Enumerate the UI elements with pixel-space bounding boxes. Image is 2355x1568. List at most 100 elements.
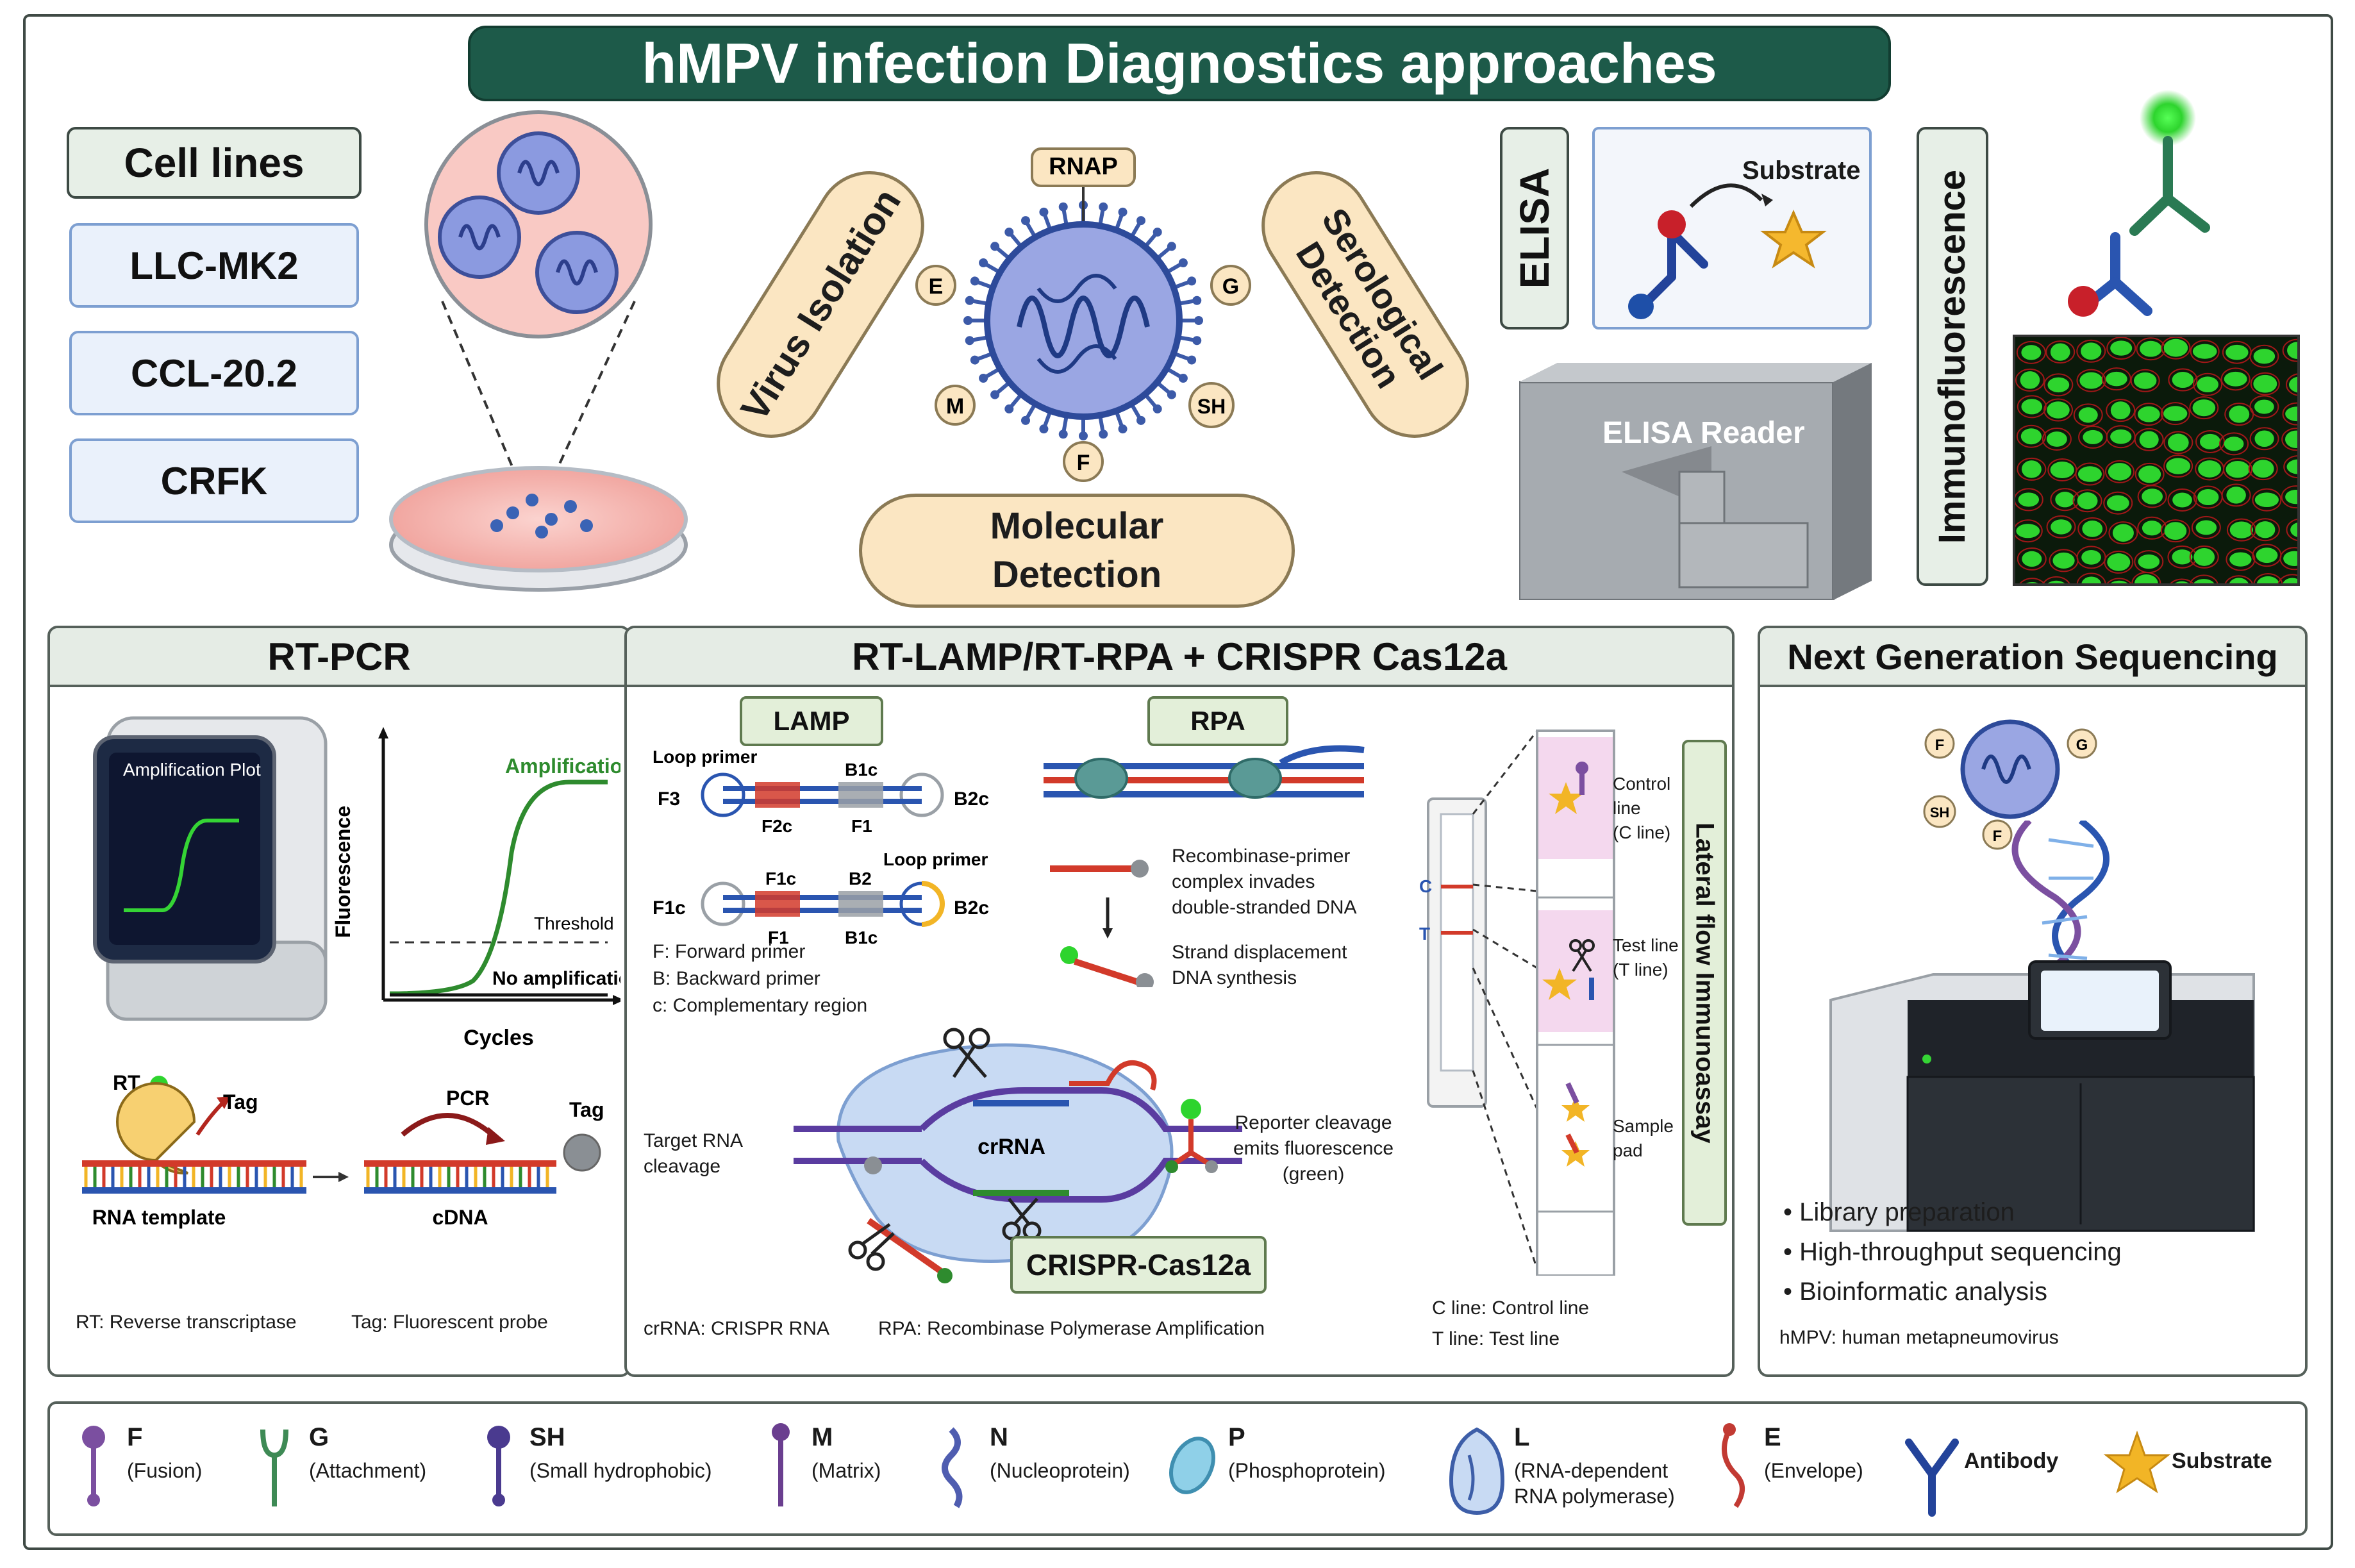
fluorescent-antibody-illustration (2068, 90, 2210, 317)
enzyme-icon (1658, 210, 1686, 238)
lateral-flow-strip-diagram: C T (1419, 730, 1615, 1276)
rpa-note-line: Recombinase-primer (1172, 846, 1351, 867)
ngs-panel: Next Generation Sequencing F G SH F (1758, 626, 2308, 1377)
cell-line-label: CRFK (160, 459, 268, 503)
test-line-text: (T line) (1613, 960, 1668, 980)
scissors-icon (943, 1028, 990, 1078)
c-line-definition: C line: Control line (1432, 1297, 1590, 1319)
virion-spikes (963, 201, 1203, 440)
substrate-label: Substrate (1742, 156, 1861, 185)
legend-sub: (RNA-dependent RNA polymerase) (1514, 1459, 1675, 1508)
test-antibody-icon (1542, 939, 1595, 1000)
legend-sub: (Nucleoprotein) (990, 1459, 1130, 1482)
legend-name: P (1228, 1423, 1245, 1451)
sample-conjugate-icon (1561, 1082, 1590, 1167)
virion-icon (535, 231, 619, 314)
protein-label-f: F (1077, 451, 1090, 475)
reporter-line: Reporter cleavage (1235, 1112, 1392, 1133)
reporter-line: (green) (1282, 1163, 1345, 1185)
reporter-icon (1165, 1099, 1218, 1173)
crispr-cas12a-label: CRISPR-Cas12a (1026, 1248, 1251, 1281)
rpa-diagram (1044, 745, 1365, 987)
rt-definition: RT: Reverse transcriptase (76, 1312, 297, 1333)
immunofluorescence-label: Immunofluorescence (1931, 169, 1974, 544)
lateral-flow-label-box: Lateral flow Immunoassay (1682, 740, 1727, 1226)
rna-template-label: RNA template (92, 1206, 226, 1229)
strand-displacement-icon (1060, 946, 1154, 987)
rt-pcr-illustration: Amplification Plot Fluorescence Cycles A… (93, 716, 620, 1050)
loop-primer-label: Loop primer (653, 747, 757, 767)
lamp-label: LAMP (773, 706, 850, 736)
fluorescent-cells-icon (2015, 337, 2297, 583)
test-line-mark (1441, 931, 1473, 935)
cell-line-item: CRFK (69, 438, 359, 523)
lamp-dumbbell-top (701, 772, 944, 817)
lamp-label-box: LAMP (740, 696, 883, 746)
fluorescence-micrograph (2013, 335, 2300, 586)
rpa-note-line: complex invades (1172, 871, 1315, 892)
elisa-reader-label: ELISA Reader (1602, 416, 1805, 450)
virus-isolation-illustration (389, 110, 688, 592)
primer-b2c: B2c (954, 897, 989, 919)
molecular-detection-pill: Molecular Detection (859, 494, 1295, 608)
sequencer-machine-icon (1829, 960, 2255, 1232)
rt-lamp-rpa-crispr-panel: RT-LAMP/RT-RPA + CRISPR Cas12a LAMP RPA … (624, 626, 1735, 1377)
t-line-label: T (1419, 924, 1430, 944)
mini-protein-label: G (2076, 737, 2088, 754)
crispr-cas12a-label-box: CRISPR-Cas12a (1010, 1236, 1267, 1294)
ngs-heading-text: Next Generation Sequencing (1787, 636, 2278, 677)
elisa-antibody-reaction (1628, 183, 1827, 319)
cdna-label: cDNA (432, 1206, 488, 1229)
crrna-hairpin (1069, 1060, 1157, 1091)
elisa-reader-device: ELISA Reader (1519, 363, 1872, 600)
cell-line-label: LLC-MK2 (129, 244, 299, 287)
cell-line-item: LLC-MK2 (69, 223, 359, 308)
legend-name: M (811, 1423, 833, 1451)
outer-frame (23, 14, 2333, 1550)
rnap-label-badge: RNAP (1031, 147, 1136, 187)
crrna-label: crRNA (978, 1135, 1045, 1159)
amplification-curve (389, 780, 608, 996)
lateral-flow-label: Lateral flow Immunoassay (1690, 822, 1719, 1144)
conjugate-icon (1628, 294, 1654, 319)
protein-label-sh: SH (1197, 395, 1226, 418)
legend-name: E (1764, 1423, 1781, 1451)
reporter-line: emits fluorescence (1233, 1138, 1394, 1159)
crrna-definition: crRNA: CRISPR RNA (644, 1318, 830, 1339)
elisa-reader-icon (1519, 363, 1872, 600)
amplification-label: Amplification (505, 755, 620, 778)
hmpv-definition: hMPV: human metapneumovirus (1779, 1327, 2059, 1348)
tag-definition: Tag: Fluorescent probe (351, 1312, 548, 1333)
dna-helix-icon (2011, 821, 2110, 978)
sample-pad-text: Sample (1613, 1116, 1674, 1136)
recombinase-protein-icon (1074, 758, 1282, 799)
pcr-label: PCR (446, 1087, 490, 1110)
qpcr-machine-icon (93, 716, 328, 1021)
no-amplification-label: No amplification (492, 968, 620, 989)
primer-f1c: F1c (653, 897, 686, 919)
mini-protein-label: F (1935, 737, 1945, 754)
lamp-dumbbell-bottom (701, 881, 945, 927)
elisa-label-box: ELISA (1500, 127, 1569, 329)
rt-pcr-panel: RT-PCR Amplification Plot Fluorescence C… (47, 626, 631, 1377)
tag-probe-label: Tag (569, 1098, 604, 1121)
rpa-note-line: DNA synthesis (1172, 967, 1297, 988)
lamp-rpa-heading: RT-LAMP/RT-RPA + CRISPR Cas12a (627, 628, 1732, 687)
primer-f1c: F1c (765, 869, 796, 888)
ngs-bullet: • High-throughput sequencing (1783, 1238, 2122, 1266)
cell-lines-heading: Cell lines (67, 127, 362, 199)
rnap-label: RNAP (1049, 153, 1118, 180)
rna-template-strand (82, 1160, 306, 1194)
tag-arrow-label: Tag (223, 1090, 258, 1113)
control-line-text: line (1613, 798, 1641, 818)
c-line-label: C (1419, 876, 1432, 896)
protein-badge-sh: SH (1188, 382, 1235, 428)
ngs-virion-icon: F G SH F (1923, 719, 2097, 850)
legend-name: Substrate (2172, 1449, 2272, 1473)
legend-sub: (Small hydrophobic) (529, 1459, 712, 1482)
primer-b2c: B2c (954, 788, 989, 810)
screen-title: Amplification Plot (123, 760, 261, 780)
